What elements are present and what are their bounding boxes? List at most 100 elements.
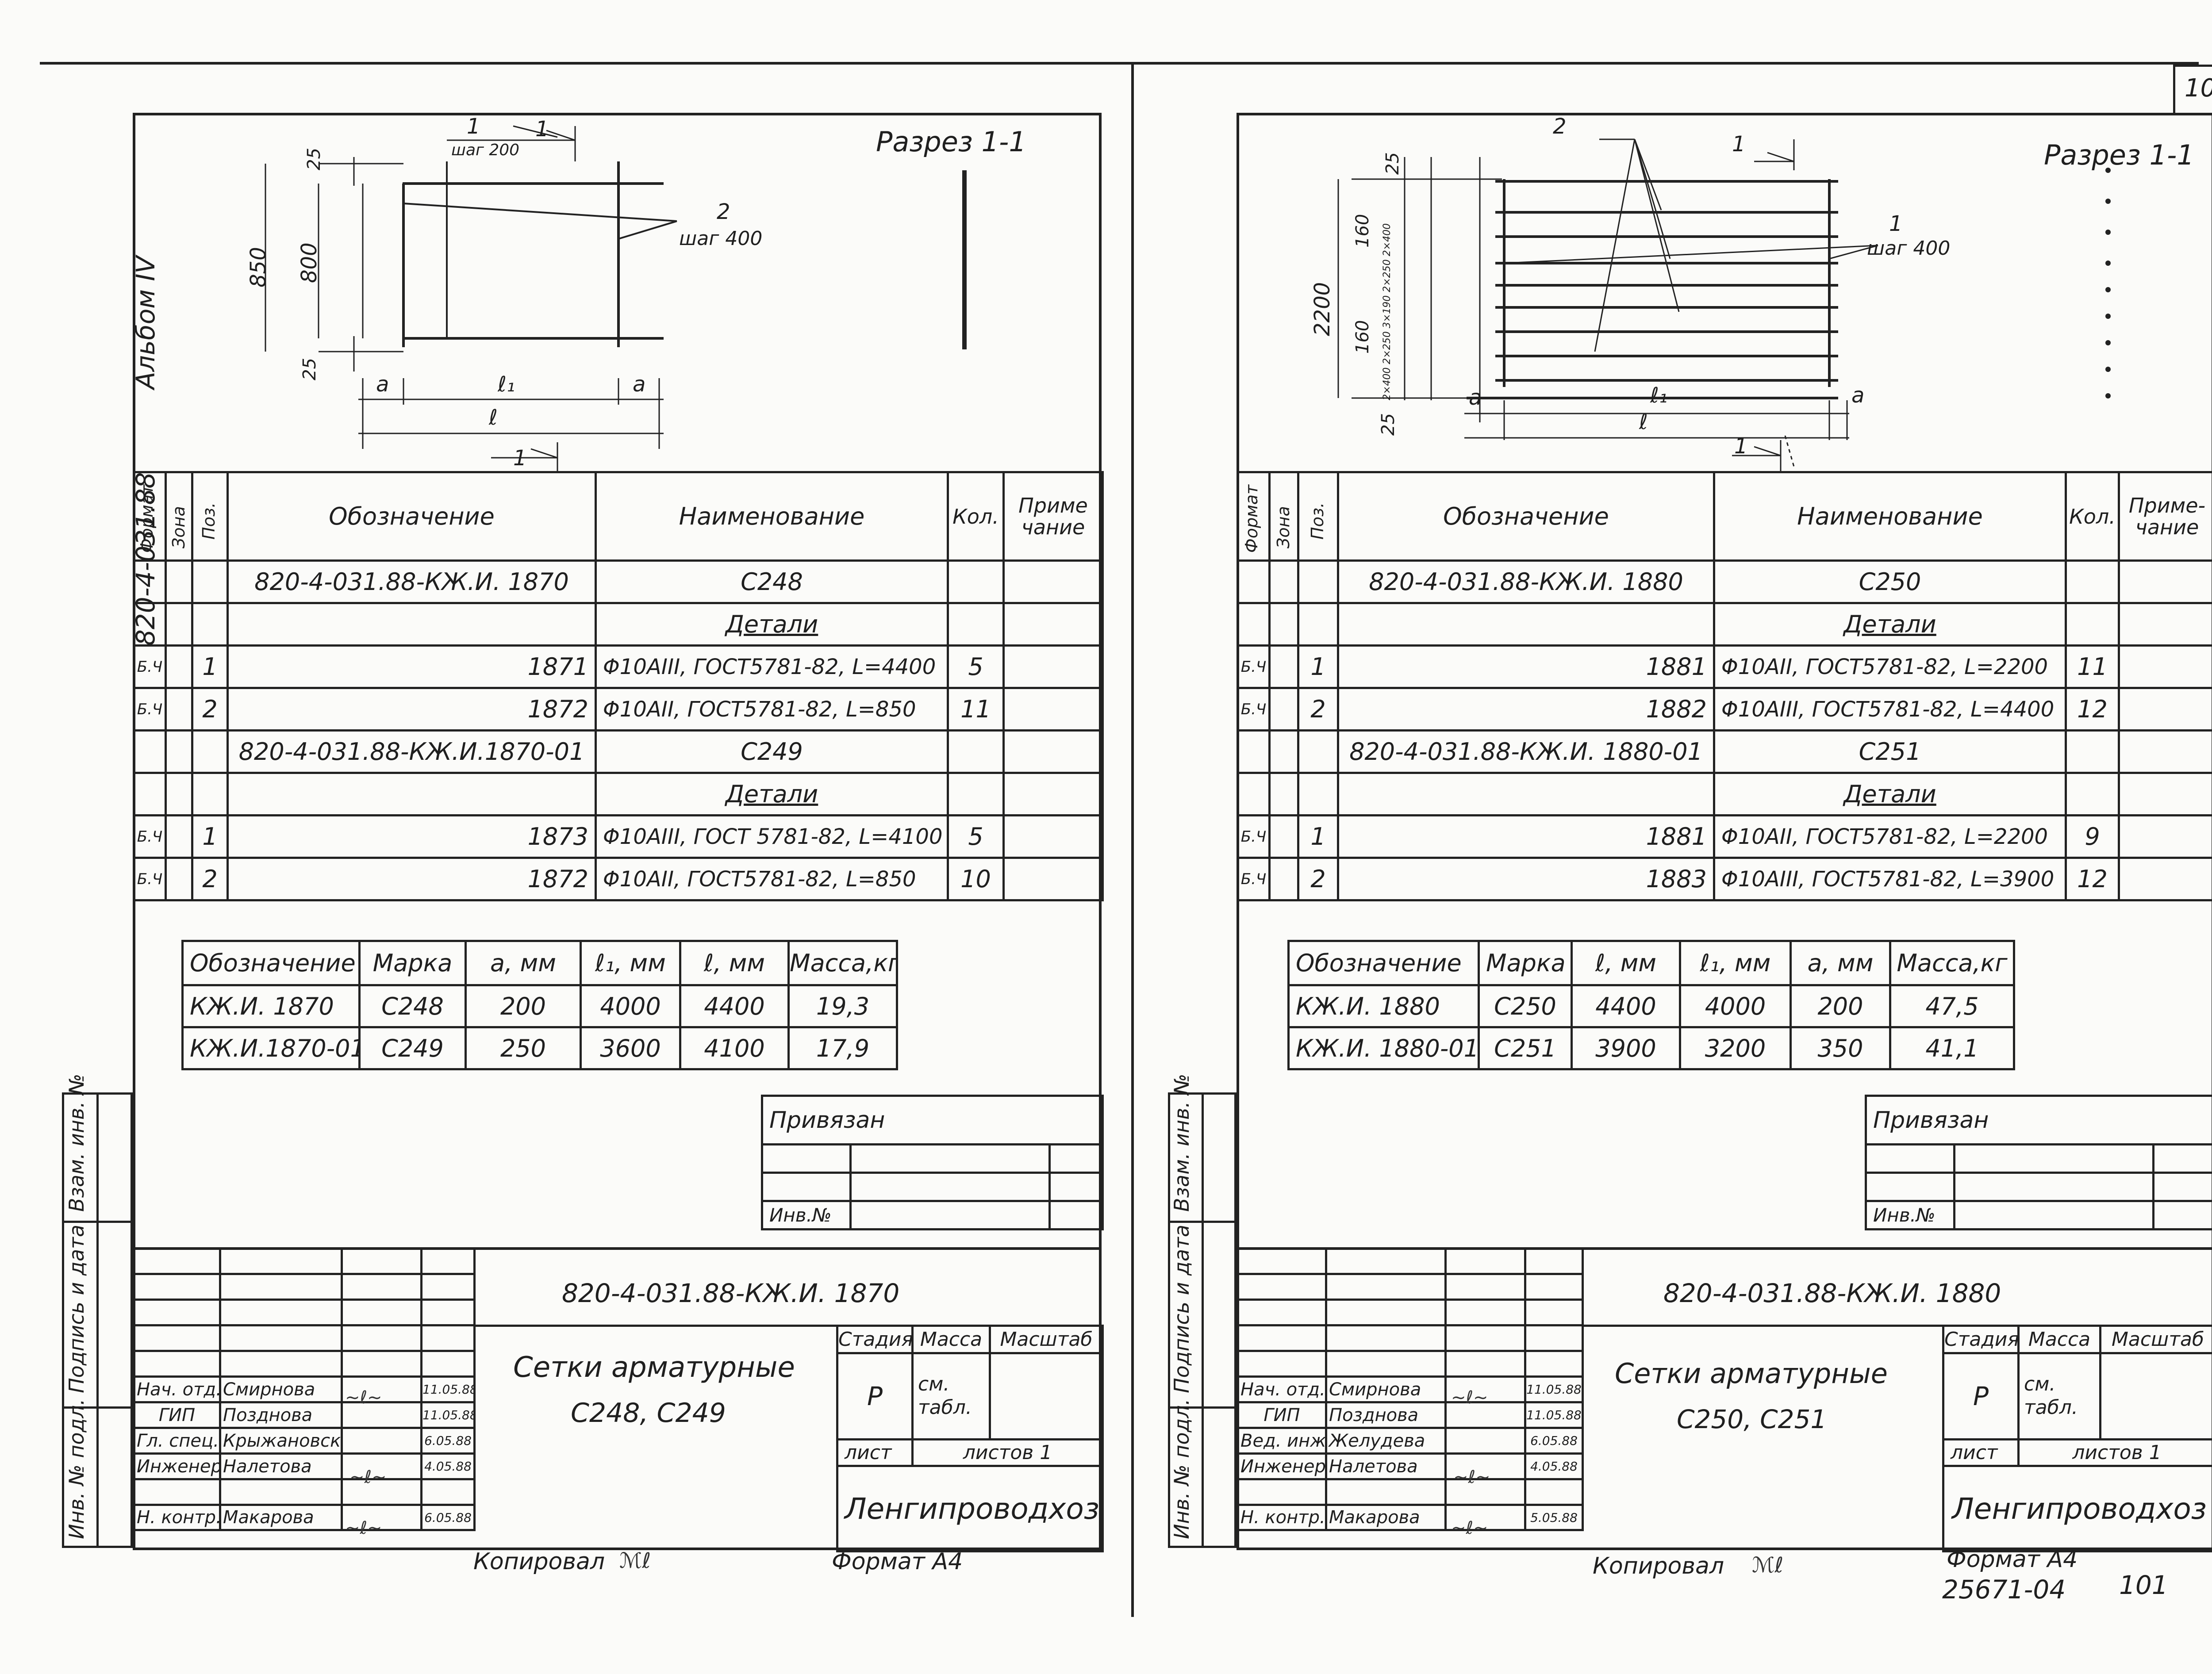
left-side-stamp-divider: [62, 1406, 133, 1409]
right-dim-l: ℓ: [1639, 410, 1648, 434]
left-dim-a-right: a: [633, 372, 646, 397]
right-inv-no: Инв.№: [1865, 1200, 1955, 1230]
left-stamp-vzam-inv: Взам. инв. №: [65, 1073, 88, 1212]
left-dim-a-left: a: [376, 372, 389, 397]
left-sig-smirnova: ~ℓ~: [345, 1387, 382, 1408]
table-row: Б.Ч 1 1873 Φ10AIII, ГОСТ 5781-82, L=4100…: [133, 814, 1104, 859]
left-spec-h-qty: Кол.: [947, 471, 1005, 562]
right-dim-a-left: a: [1469, 385, 1482, 410]
table-row: КЖ.И. 1880 С250 4400 4000 200 47,5: [1287, 984, 2015, 1028]
table-row: 820-4-031.88-КЖ.И. 1880 С250: [1237, 559, 2212, 604]
left-title-code: 820-4-031.88-КЖ.И. 1870: [562, 1278, 900, 1308]
left-privyazan-label: Привязан: [760, 1095, 1104, 1145]
table-row: Детали: [133, 602, 1104, 647]
right-spec-h-qty: Кол.: [2065, 471, 2120, 562]
right-mass-table: Обозначение Марка ℓ, мм ℓ₁, мм a, мм Мас…: [1287, 940, 2015, 1070]
right-bottom-page: 101: [2119, 1570, 2168, 1600]
left-privyazan-box: Привязан Инв.№: [760, 1095, 1104, 1230]
left-dim-25-bot: 25: [300, 358, 320, 380]
right-stamp-inv-podl: Инв. № подл.: [1170, 1398, 1194, 1539]
center-divider: [1131, 65, 1134, 1617]
right-sig-makarova: ~ℓ~: [1451, 1518, 1488, 1538]
right-title-line2: С250, С251: [1677, 1404, 1827, 1434]
right-format: Формат А4: [1947, 1546, 2078, 1573]
table-row: Обозначение Марка a, мм ℓ₁, мм ℓ, мм Мас…: [181, 940, 898, 986]
left-dim-25-top: 25: [304, 148, 324, 170]
right-privyazan-box: Привязан Инв.№: [1864, 1095, 2212, 1230]
table-row: Б.Ч 1 1881 Φ10AII, ГОСТ5781-82, L=2200 9: [1237, 814, 2212, 859]
right-privyazan-label: Привязан: [1864, 1095, 2212, 1145]
right-dim-160-bot: 160: [1352, 320, 1373, 354]
left-mass-table: Обозначение Марка a, мм ℓ₁, мм ℓ, мм Мас…: [181, 940, 898, 1070]
right-copied-sig: ℳℓ: [1752, 1553, 1784, 1578]
left-mesh-drawing: [265, 125, 967, 473]
left-dim-step2: шаг 400: [679, 227, 763, 250]
table-row: Гл. спец.Крыжановская6.05.88: [133, 1427, 476, 1455]
left-stamp-inv-podl: Инв. № подл.: [65, 1398, 88, 1539]
left-dim-pos1: 1: [467, 114, 480, 139]
table-row: 820-4-031.88-КЖ.И. 1880-01 С251: [1237, 729, 2212, 774]
right-section-label: Разрез 1-1: [2044, 139, 2194, 171]
right-bottom-number: 25671-04: [1942, 1574, 2066, 1605]
left-spec-h-pos: Поз.: [191, 471, 229, 562]
table-row: Обозначение Марка ℓ, мм ℓ₁, мм a, мм Мас…: [1287, 940, 2015, 986]
left-title-hline: [473, 1325, 1102, 1327]
right-side-stamp-divider: [1202, 1092, 1204, 1548]
table-row: Б.Ч 1 1871 Φ10AIII, ГОСТ5781-82, L=4400 …: [133, 644, 1104, 689]
table-row: Б.Ч 2 1872 Φ10AII, ГОСТ5781-82, L=850 11: [133, 687, 1104, 732]
left-sig-naletova: ~ℓ~: [349, 1467, 387, 1487]
left-dim-800: 800: [297, 242, 322, 283]
left-dim-pos2: 2: [717, 199, 730, 224]
right-dim-2200: 2200: [1310, 282, 1335, 336]
left-copied-sig: ℳℓ: [619, 1548, 651, 1573]
right-spec-h-designation: Обозначение: [1337, 471, 1715, 562]
right-title-code: 820-4-031.88-КЖ.И. 1880: [1663, 1278, 2001, 1308]
left-inv-no: Инв.№: [761, 1200, 852, 1230]
right-org: Ленгипроводхоз: [1942, 1465, 2212, 1552]
table-row: Б.Ч 1 1881 Φ10AII, ГОСТ5781-82, L=2200 1…: [1237, 644, 2212, 689]
left-copied: Копировал: [473, 1548, 605, 1575]
right-title-block: [1237, 1247, 2212, 1550]
right-spec-h-note: Приме- чание: [2118, 471, 2212, 562]
right-stamp-vzam-inv: Взам. инв. №: [1170, 1073, 1194, 1212]
right-dim-small: 2×400 2×250 3×190 2×250 2×400: [1382, 223, 1393, 400]
table-row: КЖ.И. 1880-01 С251 3900 3200 350 41,1: [1287, 1026, 2015, 1070]
right-side-stamp-divider: [1168, 1406, 1237, 1409]
left-spec-h-name: Наименование: [595, 471, 949, 562]
left-title-block: [133, 1247, 1102, 1550]
table-row: Детали: [1237, 772, 2212, 816]
right-spec-table: Формат Зона Поз. Обозначение Наименовани…: [1237, 471, 2212, 901]
right-side-stamp-divider: [1168, 1221, 1237, 1223]
left-cut-top: 1: [535, 117, 549, 142]
left-spec-h-note: Приме чание: [1002, 471, 1104, 562]
right-dim-step1: шаг 400: [1867, 237, 1951, 260]
right-dim-l1: ℓ₁: [1650, 383, 1668, 408]
left-side-stamp-divider: [62, 1221, 133, 1223]
right-dim-25-top: 25: [1382, 152, 1403, 175]
right-cut-bottom: 1: [1734, 434, 1748, 459]
right-spec-h-name: Наименование: [1713, 471, 2067, 562]
left-spec-h-designation: Обозначение: [227, 471, 597, 562]
left-sig-makarova: ~ℓ~: [345, 1518, 382, 1538]
right-copied: Копировал: [1593, 1553, 1724, 1579]
table-row: 820-4-031.88-КЖ.И. 1870 С248: [133, 559, 1104, 604]
right-title-hline: [1582, 1325, 2212, 1327]
right-title-line1: Сетки арматурные: [1615, 1357, 1888, 1390]
left-title-line2: С248, С249: [571, 1398, 726, 1429]
table-row: Б.Ч 2 1882 Φ10AIII, ГОСТ5781-82, L=4400 …: [1237, 687, 2212, 732]
right-spec-h-zone: Зона: [1268, 471, 1299, 562]
left-org: Ленгипроводхоз: [836, 1465, 1104, 1552]
left-section-label: Разрез 1-1: [876, 126, 1026, 158]
